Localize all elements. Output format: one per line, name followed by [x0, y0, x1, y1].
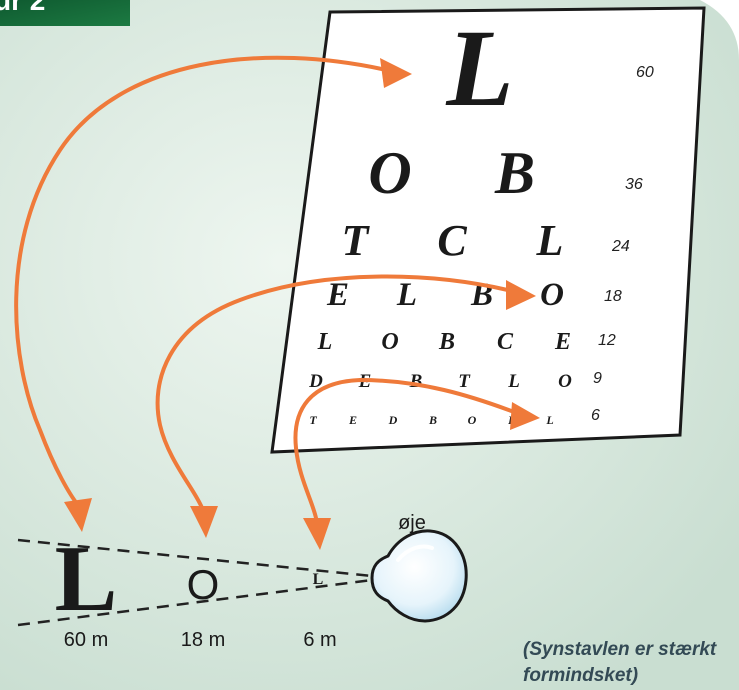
eye-chart-rows: L60OB36TCL24ELBO18LOBCE12DEBTLO9TEDBOFL6 — [308, 7, 654, 427]
chart-letter: E — [348, 413, 357, 427]
chart-letter: O — [558, 371, 572, 392]
caption-line-2: formindsket) — [523, 665, 638, 686]
chart-letter: E — [326, 277, 349, 313]
arrow-60-path — [14, 55, 397, 507]
caption-line-1: (Synstavlen er stærkt — [523, 639, 717, 660]
arrow-6-head-chart — [510, 402, 540, 430]
chart-letter: B — [494, 140, 535, 206]
arrow-18-path — [155, 274, 522, 510]
chart-row-number: 36 — [625, 176, 643, 193]
chart-row-number: 18 — [604, 288, 622, 305]
chart-letter: O — [540, 277, 564, 313]
chart-letter: T — [458, 371, 471, 392]
arrow-60-head-chart — [380, 58, 412, 88]
eye-label: øje — [398, 512, 426, 534]
arrow-18-head-chart — [506, 280, 536, 310]
eye-chart-card — [270, 6, 706, 454]
chart-letter: T — [309, 413, 317, 427]
chart-letter: C — [497, 329, 514, 355]
arrow-6-head-viewer — [303, 518, 331, 550]
viewer-letter-l-small: L — [313, 571, 324, 588]
arrow-6-path — [293, 377, 524, 520]
chart-letter: O — [368, 140, 411, 206]
corner-tag: ur 2 — [0, 0, 130, 26]
chart-letter: L — [507, 371, 520, 392]
eye-icon — [370, 529, 468, 623]
chart-letter: B — [428, 413, 437, 427]
chart-letter: T — [342, 216, 371, 265]
chart-letter: L — [545, 413, 553, 427]
chart-row-number: 9 — [593, 370, 602, 387]
viewer-letter-o: O — [187, 561, 220, 608]
chart-letter: B — [438, 329, 455, 355]
chart-letter: L — [536, 216, 564, 265]
arrow-60-head-viewer — [64, 498, 92, 532]
chart-letter: L — [317, 329, 333, 355]
chart-row-number: 12 — [598, 332, 616, 349]
chart-letter: B — [409, 371, 423, 392]
chart-row-number: 60 — [636, 64, 654, 81]
chart-letter: D — [308, 371, 323, 392]
chart-row-number: 24 — [611, 238, 630, 255]
chart-letter: D — [388, 413, 398, 427]
arrows — [14, 55, 540, 550]
distance-label-6m: 6 m — [303, 629, 336, 651]
chart-letter: L — [445, 7, 513, 129]
chart-letter: L — [396, 277, 417, 313]
corner-tag-label: ur 2 — [0, 0, 45, 16]
arrow-18-head-viewer — [190, 506, 218, 538]
chart-row-number: 6 — [591, 407, 600, 424]
chart-letter: E — [554, 329, 571, 355]
viewer-letter-l-large: L — [55, 527, 118, 631]
distance-label-60m: 60 m — [64, 629, 108, 651]
distance-label-18m: 18 m — [181, 629, 225, 651]
chart-letter: O — [381, 329, 398, 355]
chart-letter: C — [437, 216, 467, 265]
chart-letter: O — [468, 413, 477, 427]
